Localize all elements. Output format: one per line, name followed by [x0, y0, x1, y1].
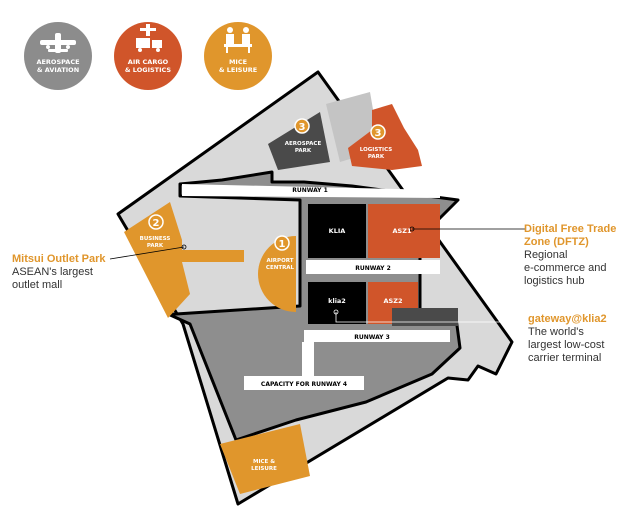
business-park-zone	[124, 202, 244, 318]
legend-aerospace-line2: & AVIATION	[37, 66, 79, 74]
logistics-park-label-line1: LOGISTICS	[360, 147, 392, 153]
runway-2-label: RUNWAY 2	[355, 265, 391, 272]
business-park-label-line2: PARK	[147, 243, 164, 249]
klia2-label: klia2	[328, 297, 346, 305]
airport-central-label-line1: AIRPORT	[267, 258, 294, 264]
mitsui-desc-line2: outlet mall	[12, 279, 63, 291]
airport-central-number: 1	[279, 239, 286, 250]
gateway-desc-line2: largest low-cost	[528, 339, 605, 351]
legend-cargo-line1: AIR CARGO	[128, 58, 169, 66]
airport-central-marker	[274, 235, 290, 251]
legend-aerospace-line1: AEROSPACE	[36, 58, 79, 66]
legend-aerospace: AEROSPACE & AVIATION	[24, 22, 92, 90]
logistics-park-zone	[348, 104, 422, 170]
legend-aerospace-circle	[24, 22, 92, 90]
klia-label: KLIA	[329, 227, 346, 235]
mice-leisure-label-line2: LEISURE	[251, 466, 277, 472]
mice-leisure-label-line1: MICE &	[253, 459, 275, 465]
dftz-desc-line3: logistics hub	[524, 275, 585, 287]
dftz-title-line1: Digital Free Trade	[524, 223, 617, 235]
dftz-title-line2: Zone (DFTZ)	[524, 236, 589, 248]
runway-3	[304, 330, 450, 342]
runway-4-label: CAPACITY FOR RUNWAY 4	[261, 381, 347, 388]
legend-cargo: AIR CARGO & LOGISTICS	[114, 22, 182, 90]
mitsui-leader-line	[109, 246, 185, 260]
aerospace-park-number: 3	[299, 122, 306, 133]
mitsui-desc-line1: ASEAN's largest	[12, 266, 93, 278]
dftz-leader-dot	[409, 226, 415, 232]
airplane-icon	[40, 33, 76, 53]
gateway-desc-line3: carrier terminal	[528, 352, 602, 364]
airport-central-label-line2: CENTRAL	[266, 265, 295, 271]
legend-cargo-line2: & LOGISTICS	[125, 66, 172, 74]
runway-2	[306, 260, 440, 274]
mice-leisure-zone	[220, 424, 310, 494]
airport-central-zone	[258, 236, 296, 312]
logistics-park-marker	[370, 124, 386, 140]
klia2-apron	[392, 308, 458, 326]
dftz-callout: Digital Free Trade Zone (DFTZ) Regional …	[524, 223, 636, 288]
runway-1-label: RUNWAY 1	[292, 187, 328, 194]
runway-4	[244, 376, 364, 390]
legend-cargo-circle	[114, 22, 182, 90]
klia2-terminal	[308, 282, 366, 324]
gateway-callout: gateway@klia2 The world's largest low-co…	[528, 313, 638, 365]
dftz-desc-line2: e-commerce and	[524, 262, 607, 274]
asz1-label: ASZ1	[393, 227, 412, 235]
logistics-park-number: 3	[375, 128, 382, 139]
asz1-zone	[368, 204, 440, 258]
business-park-label-line1: BUSINESS	[140, 236, 171, 242]
aerospace-park-label-line1: AEROSPACE	[285, 141, 322, 147]
logistics-park-label-line2: PARK	[368, 154, 385, 160]
dftz-desc-line1: Regional	[524, 249, 568, 261]
legend-mice-circle	[204, 22, 272, 90]
aerospace-park-marker	[294, 118, 310, 134]
gateway-desc-line1: The world's	[528, 326, 584, 338]
cargo-icon	[136, 24, 162, 52]
asz2-label: ASZ2	[384, 297, 403, 305]
aerospace-park-zone	[268, 112, 330, 170]
mitsui-callout: Mitsui Outlet Park ASEAN's largest outle…	[12, 253, 122, 292]
business-park-marker	[148, 214, 164, 230]
mitsui-leader-dot	[181, 244, 187, 250]
runway-4-stem	[302, 342, 314, 376]
business-park-number: 2	[153, 218, 160, 229]
aerospace-park-label-line2: PARK	[295, 148, 312, 154]
gateway-leader-line	[335, 312, 526, 323]
meeting-icon	[224, 27, 252, 53]
legend-mice-line2: & LEISURE	[219, 66, 257, 74]
runway-3-label: RUNWAY 3	[354, 334, 390, 341]
mitsui-title: Mitsui Outlet Park	[12, 253, 106, 265]
runway-1	[182, 184, 440, 198]
gateway-leader-dot	[333, 309, 339, 315]
klia-terminal	[308, 204, 366, 258]
legend-mice-line1: MICE	[229, 58, 247, 66]
legend-mice: MICE & LEISURE	[204, 22, 272, 90]
gateway-title: gateway@klia2	[528, 313, 607, 325]
